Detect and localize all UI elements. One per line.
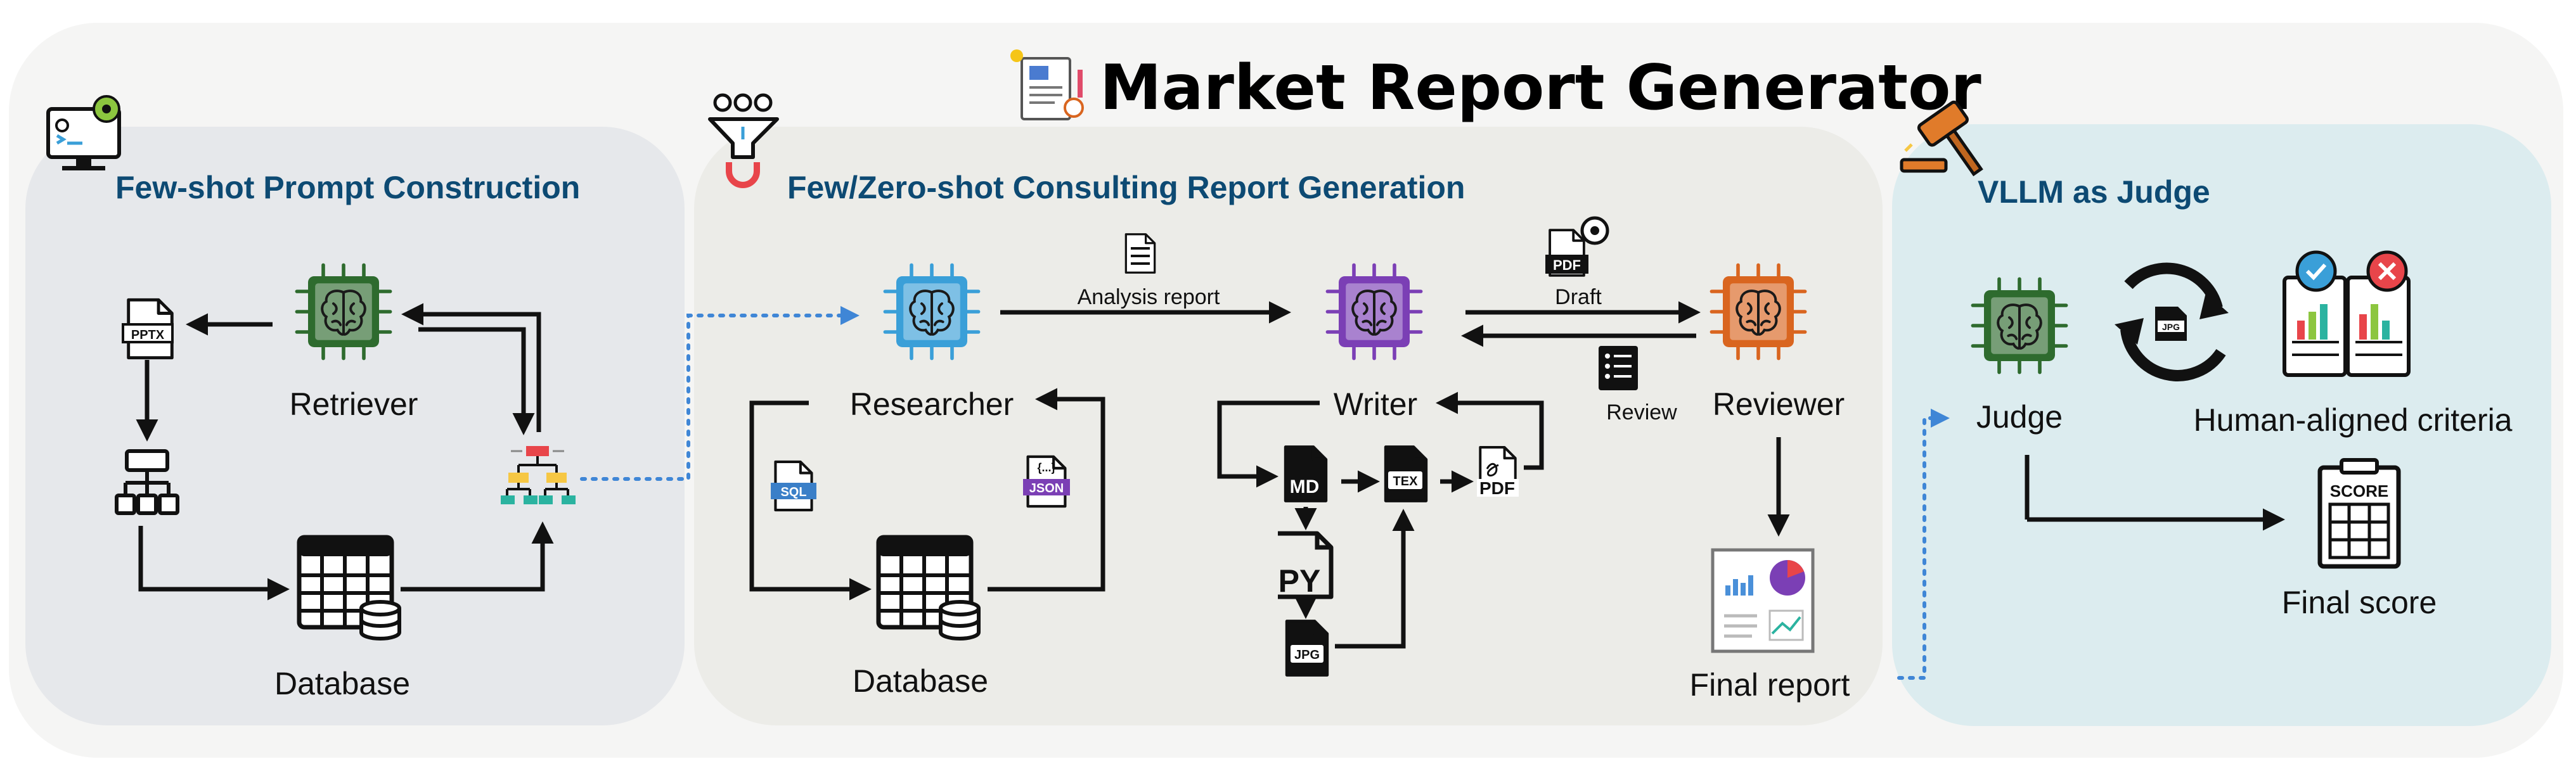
code-monitor-icon — [46, 95, 121, 170]
reviewer-brain-icon — [1711, 265, 1805, 358]
md-badge: MD — [1290, 476, 1320, 497]
section-title-judge: VLLM as Judge — [1978, 174, 2210, 210]
report-doc-icon — [1010, 49, 1084, 120]
database-label-2: Database — [853, 663, 988, 699]
analysis-report-doc-icon — [1124, 233, 1156, 274]
pptx-file-icon — [122, 300, 174, 357]
score-badge: SCORE — [2330, 481, 2388, 501]
review-label: Review — [1606, 400, 1677, 424]
svg-text:{...}: {...} — [1037, 461, 1055, 474]
database-icon-2 — [879, 537, 979, 639]
page-title: Market Report Generator — [1100, 52, 1981, 124]
judge-brain-icon — [1973, 279, 2066, 372]
hierarchy-icon — [115, 449, 179, 515]
retriever-label: Retriever — [290, 386, 418, 422]
criteria-clipboards-icon — [2283, 250, 2411, 377]
jpg-badge: JPG — [1294, 648, 1320, 662]
reviewer-label: Reviewer — [1713, 386, 1845, 422]
pdf-file-icon — [1477, 447, 1519, 497]
score-board-icon — [2317, 458, 2401, 569]
json-badge: JSON — [1029, 481, 1064, 495]
pptx-badge: PPTX — [131, 328, 165, 342]
py-badge: PY — [1278, 563, 1321, 599]
sql-file-icon — [771, 462, 816, 510]
section-title-generation: Few/Zero-shot Consulting Report Generati… — [787, 170, 1465, 205]
criteria-label: Human-aligned criteria — [2193, 402, 2512, 438]
tex-file-icon — [1386, 447, 1426, 501]
researcher-label: Researcher — [850, 386, 1014, 422]
writer-label: Writer — [1334, 386, 1417, 422]
final-report-label: Final report — [1690, 667, 1850, 703]
researcher-brain-icon — [885, 265, 978, 358]
pdf-badge: PDF — [1479, 478, 1515, 498]
jpg-file-icon — [1287, 621, 1327, 675]
draft-pdf-icon — [1545, 216, 1609, 277]
analysis-report-label: Analysis report — [1078, 285, 1220, 309]
database-icon — [299, 537, 399, 639]
refresh-cycle-icon — [2115, 262, 2229, 381]
database-label: Database — [274, 666, 410, 701]
funnel-icon — [708, 93, 779, 188]
cycle-jpg-badge: JPG — [2162, 322, 2180, 332]
writer-brain-icon — [1327, 265, 1420, 358]
prompt-panel — [25, 127, 685, 725]
draft-label: Draft — [1555, 285, 1602, 309]
final-score-label: Final score — [2282, 585, 2437, 620]
json-file-icon: {...} — [1023, 457, 1070, 506]
generation-panel — [694, 127, 1883, 725]
retriever-brain-icon — [297, 265, 390, 358]
judge-label: Judge — [1976, 399, 2063, 435]
draft-pdf-badge: PDF — [1553, 257, 1581, 273]
section-title-prompt: Few-shot Prompt Construction — [115, 170, 580, 205]
final-report-icon — [1711, 548, 1815, 653]
sql-badge: SQL — [780, 485, 806, 499]
gavel-icon — [1900, 100, 1983, 177]
review-checklist-icon — [1599, 346, 1638, 390]
tex-badge: TEX — [1393, 475, 1419, 488]
org-chart-icon — [501, 446, 576, 504]
